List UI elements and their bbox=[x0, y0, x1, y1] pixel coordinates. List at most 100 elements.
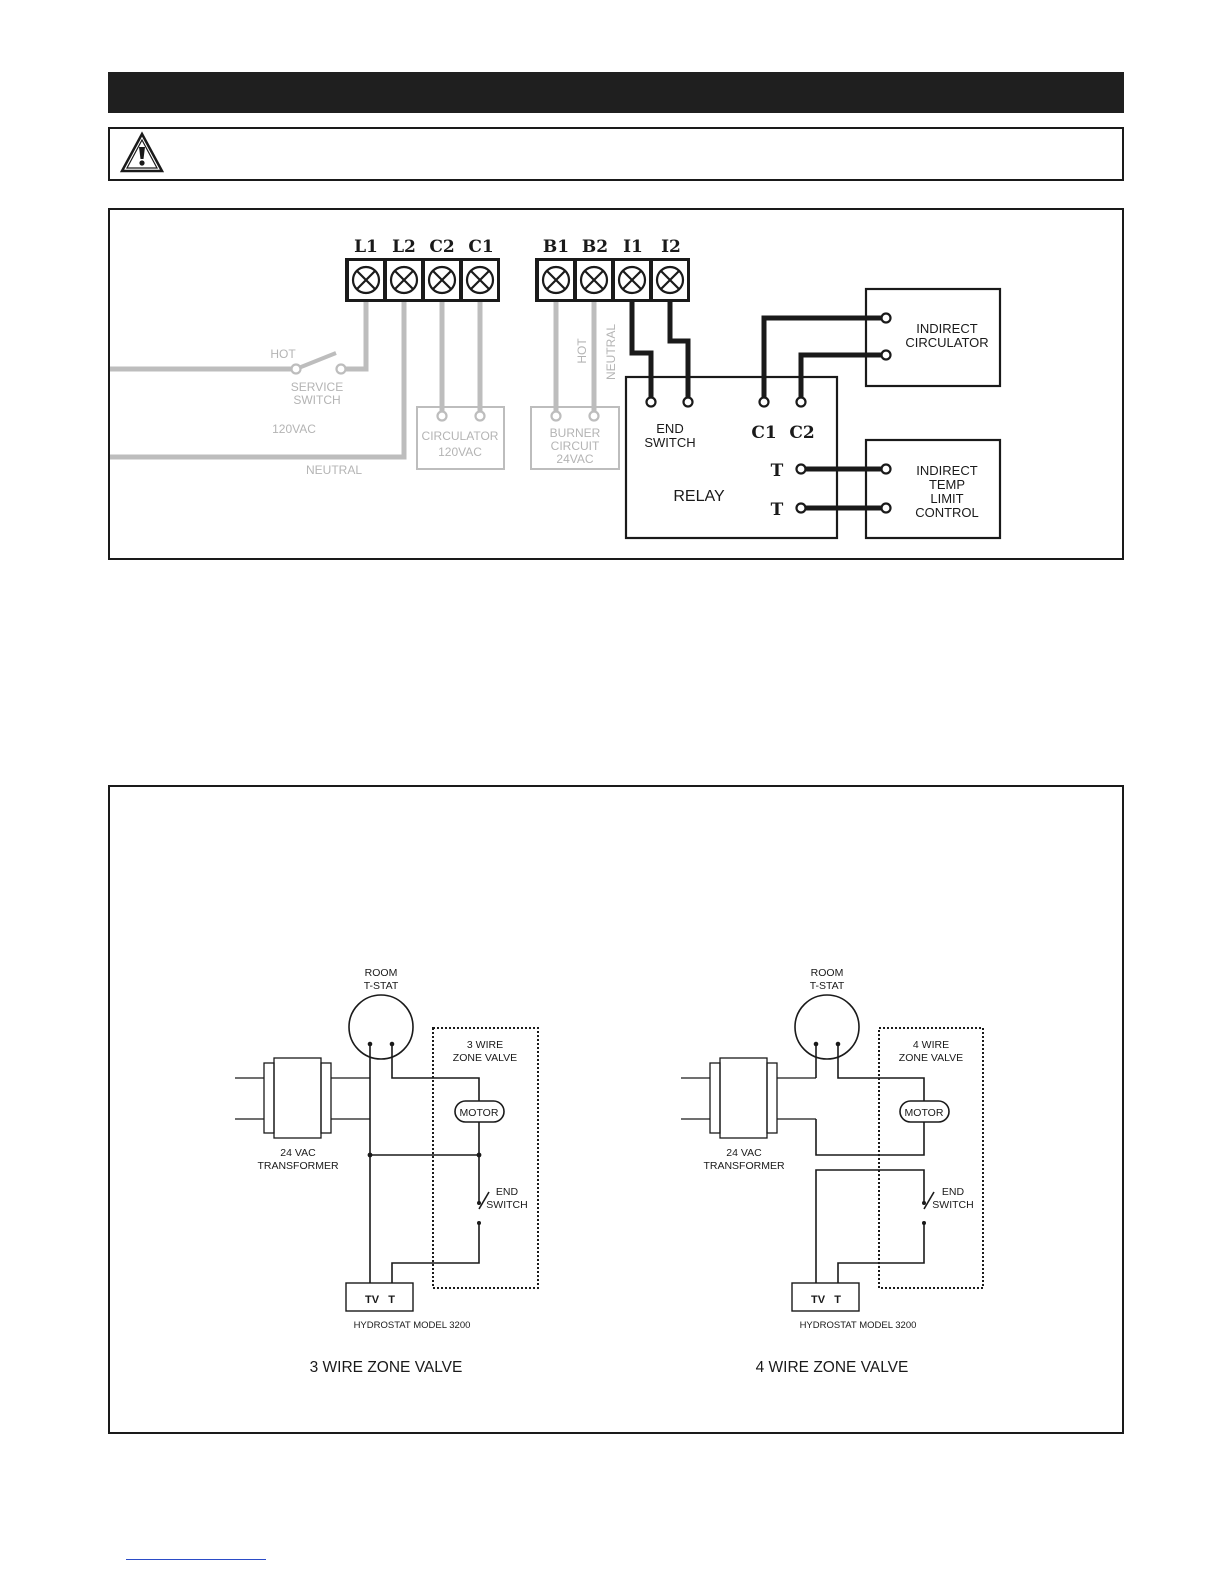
terminal-label-l1: L1 bbox=[354, 237, 378, 257]
circulator-box bbox=[416, 406, 505, 470]
terminal-label-b1: B1 bbox=[543, 237, 569, 257]
relay-wiring-diagram: L1 L2 C2 C1 B1 B2 I1 I2 bbox=[110, 237, 1002, 540]
service-switch-lever bbox=[295, 351, 337, 371]
end-switch-label-2: SWITCH bbox=[932, 1199, 973, 1211]
transformer-label-2: TRANSFORMER bbox=[257, 1160, 339, 1172]
hydrostat-label: HYDROSTAT MODEL 3200 bbox=[354, 1320, 471, 1331]
zone-valve-panel: ROOM T-STAT 3 WIRE ZONE VALVE MOTOR 24 V… bbox=[108, 785, 1124, 1434]
room-thermostat bbox=[348, 994, 414, 1060]
terminal-label-c2: C2 bbox=[429, 237, 454, 257]
terminal-screw-l2 bbox=[389, 265, 419, 295]
relay-t2-label: T bbox=[771, 500, 784, 520]
relay-end-switch-terminal bbox=[645, 396, 657, 408]
room-tstat-label-1: ROOM bbox=[365, 967, 398, 979]
terminal-label-c1: C1 bbox=[468, 237, 493, 257]
indirect-temp-label-4: CONTROL bbox=[915, 505, 979, 520]
relay-t-terminal bbox=[795, 463, 807, 475]
indirect-circulator-box bbox=[864, 287, 1002, 388]
burner-neutral-label: NEUTRAL bbox=[604, 324, 618, 380]
motor-label: MOTOR bbox=[905, 1107, 944, 1119]
burner-hot-label: HOT bbox=[575, 338, 589, 364]
burner-label-2: CIRCUIT bbox=[551, 439, 600, 453]
relay-c1-terminal bbox=[758, 396, 770, 408]
circulator-label-1: CIRCULATOR bbox=[422, 429, 499, 443]
relay-c2-terminal bbox=[795, 396, 807, 408]
relay-c1-wire bbox=[761, 315, 886, 402]
valve-label-2: ZONE VALVE bbox=[899, 1052, 963, 1064]
four-wire-caption: 4 WIRE ZONE VALVE bbox=[756, 1359, 909, 1376]
relay-end-switch-label-2: SWITCH bbox=[644, 435, 695, 450]
relay-label: RELAY bbox=[673, 488, 725, 505]
valve-label-1: 4 WIRE bbox=[913, 1039, 949, 1051]
indirect-temp-terminal bbox=[880, 463, 892, 475]
transformer-symbol bbox=[681, 1057, 816, 1139]
junction-dot bbox=[367, 1152, 373, 1158]
relay-t1-label: T bbox=[771, 461, 784, 481]
relay-c2-label: C2 bbox=[789, 423, 814, 443]
zone-valve-box bbox=[432, 1027, 539, 1289]
i2-wire bbox=[667, 302, 691, 402]
room-thermostat bbox=[794, 994, 860, 1060]
terminal-screw-c1 bbox=[465, 265, 495, 295]
burner-label-3: 24VAC bbox=[556, 452, 593, 466]
room-tstat-label-2: T-STAT bbox=[810, 980, 845, 992]
warning-triangle-icon bbox=[119, 131, 165, 173]
terminal-screw-l1 bbox=[351, 265, 381, 295]
volt-label: 120VAC bbox=[272, 422, 316, 436]
transformer-label-1: 24 VAC bbox=[726, 1147, 762, 1159]
transformer-symbol bbox=[235, 1057, 370, 1139]
switch-contact bbox=[477, 1221, 481, 1225]
valve-label-2: ZONE VALVE bbox=[453, 1052, 517, 1064]
indirect-circulator-label-2: CIRCULATOR bbox=[905, 335, 988, 350]
circulator-label-2: 120VAC bbox=[438, 445, 482, 459]
three-wire-caption: 3 WIRE ZONE VALVE bbox=[310, 1359, 463, 1376]
burner-circuit-box bbox=[530, 406, 620, 470]
four-wire-diagram: ROOM T-STAT 4 WIRE ZONE VALVE MOTOR 24 V… bbox=[681, 967, 984, 1376]
transformer-label-1: 24 VAC bbox=[280, 1147, 316, 1159]
burner-terminal bbox=[588, 410, 600, 422]
terminal-screw-b2 bbox=[579, 265, 609, 295]
service-switch-label-2: SWITCH bbox=[293, 393, 340, 407]
service-switch-contact bbox=[290, 363, 302, 375]
indirect-temp-label-1: INDIRECT bbox=[916, 463, 977, 478]
hydrostat-box bbox=[345, 1282, 414, 1312]
burner-terminal bbox=[550, 410, 562, 422]
indirect-circulator-terminal bbox=[880, 349, 892, 361]
footer-link-underline[interactable] bbox=[126, 1559, 266, 1560]
relay-c1-label: C1 bbox=[751, 423, 776, 443]
motor-label: MOTOR bbox=[460, 1107, 499, 1119]
l1-wire bbox=[341, 302, 369, 372]
room-tstat-label-1: ROOM bbox=[811, 967, 844, 979]
terminal-screw-c2 bbox=[427, 265, 457, 295]
transformer-label-2: TRANSFORMER bbox=[703, 1160, 785, 1172]
burner-label-1: BURNER bbox=[550, 426, 601, 440]
terminal-screw-i1 bbox=[617, 265, 647, 295]
terminal-label-l2: L2 bbox=[392, 237, 416, 257]
neutral-wire bbox=[110, 302, 407, 460]
relay-c2-wire bbox=[798, 352, 886, 402]
switch-contact bbox=[922, 1201, 926, 1205]
three-wire-diagram: ROOM T-STAT 3 WIRE ZONE VALVE MOTOR 24 V… bbox=[235, 967, 539, 1376]
terminal-screw-i2 bbox=[655, 265, 685, 295]
three-wire-circuit bbox=[369, 1044, 490, 1283]
relay-end-switch-label-1: END bbox=[656, 421, 683, 436]
zone-valve-box bbox=[878, 1027, 984, 1289]
indirect-temp-label-2: TEMP bbox=[929, 477, 965, 492]
relay-box bbox=[624, 375, 839, 540]
terminal-label-i1: I1 bbox=[623, 237, 643, 257]
end-switch-label-1: END bbox=[496, 1186, 519, 1198]
terminal-label-i2: I2 bbox=[661, 237, 681, 257]
hydrostat-terminals: TV T bbox=[365, 1294, 395, 1306]
terminal-screw-b1 bbox=[541, 265, 571, 295]
service-switch-label-1: SERVICE bbox=[291, 380, 343, 394]
circulator-terminal bbox=[474, 410, 486, 422]
end-switch-label-1: END bbox=[942, 1186, 965, 1198]
junction-dot bbox=[476, 1152, 482, 1158]
warning-box bbox=[108, 127, 1124, 181]
relay-end-switch-terminal bbox=[682, 396, 694, 408]
relay-t-terminal bbox=[795, 502, 807, 514]
switch-contact bbox=[477, 1201, 481, 1205]
terminal-label-b2: B2 bbox=[582, 237, 608, 257]
zone-valve-diagrams: ROOM T-STAT 3 WIRE ZONE VALVE MOTOR 24 V… bbox=[235, 967, 984, 1376]
circulator-terminal bbox=[436, 410, 448, 422]
